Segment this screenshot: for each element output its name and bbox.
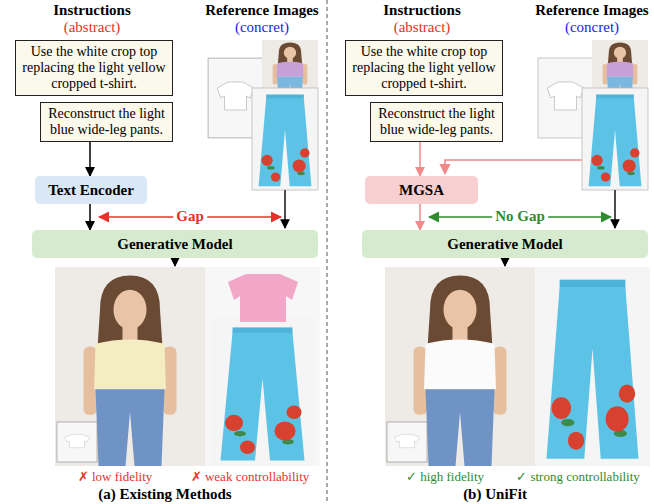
box-text: MGSA [399,182,444,199]
mgsa-box: MGSA [365,176,478,204]
instruction-box: Use the white crop top replacing the lig… [345,40,503,96]
output-images [385,267,650,466]
box-text: Use the white crop top replacing the lig… [20,44,168,91]
inset-shirt [58,423,96,461]
result-photo-bg [205,267,320,466]
flow-arrow [89,142,91,176]
gap-label: Gap [173,208,207,225]
box-text: Reconstruct the light blue wide-leg pant… [375,106,498,137]
column-note: (concret) [565,19,619,36]
image-arrow [614,190,615,228]
result-top [228,274,298,322]
column-heading: Instructions [53,2,131,19]
verdict: ✗ low fidelity [78,470,153,484]
panel-divider [327,0,328,504]
pants-photo [252,88,318,190]
result-photo [55,267,205,466]
reference-images [538,40,648,190]
model-box: Generative Model [362,230,648,258]
verdict: ✗ weak controllability [191,470,310,484]
column-note: (abstract) [394,19,451,36]
output-arrow [174,258,175,266]
box-text: Use the white crop top replacing the lig… [350,44,498,91]
output-images [55,267,320,466]
instruction-box: Reconstruct the light blue wide-leg pant… [370,102,503,142]
panel-caption: (b) UniFit [463,486,527,503]
pants-photo [582,88,648,190]
box-text: Generative Model [447,236,562,253]
output-arrow [504,258,505,266]
inset-shirt [388,423,426,461]
model-box: Generative Model [32,230,318,258]
reference-images [208,40,318,190]
column-note: (concret) [235,19,289,36]
column-heading: Instructions [383,2,461,19]
encoder-box: Text Encoder [35,176,147,204]
box-text: Generative Model [117,236,232,253]
flow-arrow [419,142,421,176]
column-heading: Reference Images [205,2,318,19]
flow-arrow [89,204,91,230]
verdict: ✓ strong controllability [516,470,640,484]
instruction-box: Reconstruct the light blue wide-leg pant… [40,102,173,142]
column-note: (abstract) [64,19,121,36]
result-photo [385,267,535,466]
column-heading: Reference Images [535,2,648,19]
flow-arrow [419,204,421,230]
verdict: ✓ high fidelity [406,470,484,484]
inset-frame [387,422,427,462]
image-to-mgsa-arrow [445,160,582,174]
panel-caption: (a) Existing Methods [98,486,231,503]
box-text: Reconstruct the light blue wide-leg pant… [45,106,168,137]
instruction-box: Use the white crop top replacing the lig… [15,40,173,96]
result-pants [210,318,315,466]
inset-frame [57,422,97,462]
image-arrow [284,190,285,228]
gap-label: No Gap [492,208,548,225]
result-pants [535,267,650,466]
box-text: Text Encoder [48,182,134,199]
